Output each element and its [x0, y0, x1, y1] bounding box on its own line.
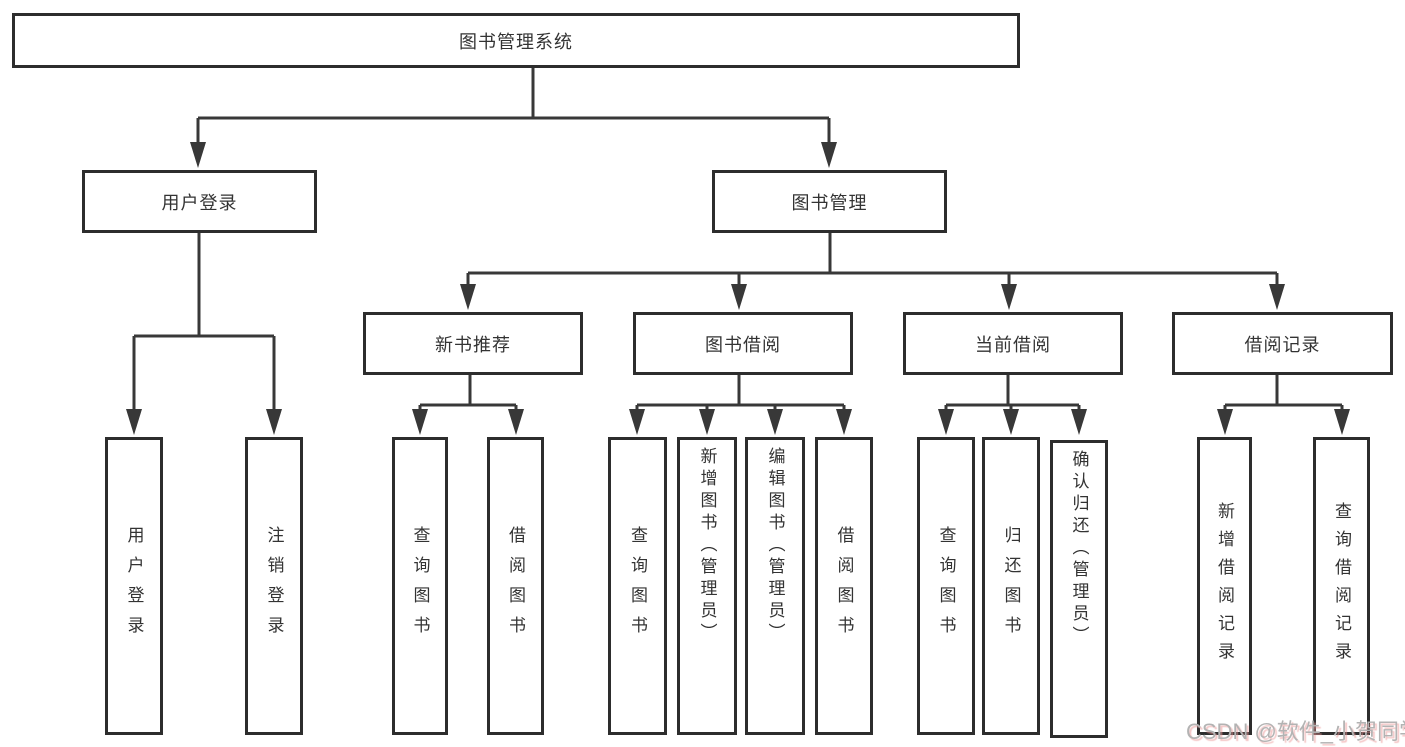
- csdn-watermark: CSDN @软件_小贺同学: [1186, 719, 1405, 744]
- node-borrow-books-leaf: 借阅图书: [815, 437, 873, 735]
- node-query-books-leaf: 查询图书: [392, 437, 448, 735]
- node-label: 编辑图书（管理员）: [765, 447, 785, 645]
- node-label: 借阅图书: [834, 526, 854, 646]
- node-user-login-branch: 用户登录: [82, 170, 317, 233]
- node-label: 确认归还（管理员）: [1069, 450, 1089, 648]
- node-label: 归还图书: [1001, 526, 1021, 646]
- node-label: 新书推荐: [435, 334, 511, 355]
- node-label: 图书管理: [791, 192, 868, 213]
- node-user-login-leaf: 用户登录: [105, 437, 163, 735]
- arrowheads: [126, 142, 1350, 435]
- node-return-books-leaf: 归还图书: [982, 437, 1040, 735]
- node-confirm-return-admin-leaf: 确认归还（管理员）: [1050, 440, 1108, 738]
- node-label: 查询图书: [410, 526, 430, 646]
- node-new-book-recommend: 新书推荐: [363, 312, 583, 375]
- node-book-management-branch: 图书管理: [712, 170, 947, 233]
- node-query-borrow-record-leaf: 查询借阅记录: [1313, 437, 1370, 735]
- node-label: 当前借阅: [975, 334, 1051, 355]
- node-current-borrow: 当前借阅: [903, 312, 1123, 375]
- node-edit-books-admin-leaf: 编辑图书（管理员）: [745, 437, 805, 735]
- node-label: 查询借阅记录: [1332, 502, 1351, 670]
- node-label: 新增图书（管理员）: [697, 447, 717, 645]
- node-label: 用户登录: [161, 192, 238, 213]
- node-label: 新增借阅记录: [1215, 502, 1234, 670]
- node-label: 图书管理系统: [459, 31, 573, 52]
- node-label: 查询图书: [936, 526, 956, 646]
- node-borrow-books-leaf: 借阅图书: [487, 437, 544, 735]
- node-borrow-record: 借阅记录: [1172, 312, 1393, 375]
- node-add-books-admin-leaf: 新增图书（管理员）: [677, 437, 737, 735]
- node-label: 借阅记录: [1244, 334, 1321, 355]
- node-query-books-leaf: 查询图书: [608, 437, 667, 735]
- node-label: 借阅图书: [506, 526, 525, 646]
- node-library-management-system: 图书管理系统: [12, 13, 1020, 68]
- node-label: 注销登录: [264, 526, 284, 646]
- node-add-borrow-record-leaf: 新增借阅记录: [1197, 437, 1252, 735]
- node-logout-leaf: 注销登录: [245, 437, 303, 735]
- node-label: 用户登录: [124, 526, 144, 646]
- node-label: 图书借阅: [705, 334, 781, 355]
- node-query-books-leaf: 查询图书: [917, 437, 975, 735]
- node-book-borrow: 图书借阅: [633, 312, 853, 375]
- node-label: 查询图书: [628, 526, 647, 646]
